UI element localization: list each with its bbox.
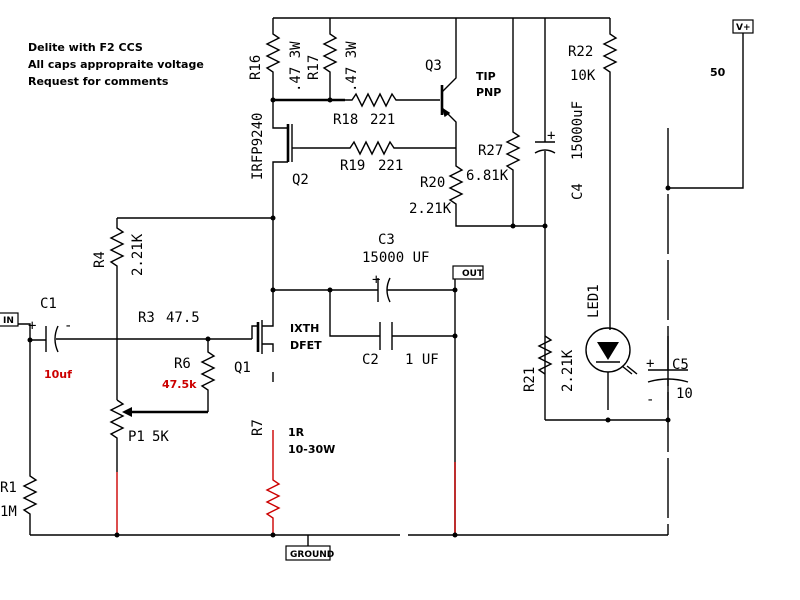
- p1-ref: P1: [128, 429, 145, 445]
- p1-value: 5K: [152, 429, 169, 445]
- r6-ref: R6: [174, 356, 191, 372]
- junctions: [27, 97, 671, 538]
- r16-resistor: [265, 18, 281, 100]
- r7-value: 1R: [288, 426, 305, 439]
- r18-ref: R18: [333, 112, 358, 128]
- r20-value: 2.21K: [409, 201, 452, 217]
- r1-resistor: [22, 340, 38, 535]
- note-caps: All caps appropraite voltage: [28, 58, 204, 71]
- r16-ref: R16: [248, 55, 264, 80]
- r7-ref: R7: [250, 419, 266, 436]
- svg-text:OUT: OUT: [462, 269, 484, 279]
- r20-ref: R20: [420, 175, 445, 191]
- r6-value: 47.5k: [162, 378, 197, 391]
- r19-resistor: [300, 140, 456, 156]
- r18-resistor: [345, 92, 440, 108]
- c1-ref: C1: [40, 296, 57, 312]
- c1-value: 10uf: [44, 368, 72, 381]
- r27-resistor: [505, 18, 521, 226]
- r21-value: 2.21K: [560, 349, 576, 392]
- c5-plus: +: [646, 356, 654, 372]
- q2-part: IRFP9240: [250, 113, 266, 180]
- ground-terminal: GROUND: [285, 535, 334, 561]
- vplus-terminal: V+: [668, 19, 754, 189]
- svg-text:V+: V+: [736, 23, 751, 33]
- r20-resistor: [448, 150, 545, 227]
- c5-value: 10: [676, 386, 693, 402]
- c1-capacitor: [45, 325, 252, 353]
- led1-ref: LED1: [586, 284, 602, 318]
- svg-text:IN: IN: [3, 316, 14, 326]
- q3-transistor: [440, 18, 457, 150]
- p1-potentiometer: [109, 399, 208, 472]
- c3-plus: +: [372, 272, 380, 288]
- r21-ref: R21: [522, 367, 538, 392]
- svg-text:GROUND: GROUND: [290, 550, 334, 560]
- c4-value: 15000uF: [570, 101, 586, 160]
- r19-ref: R19: [340, 158, 365, 174]
- r6-resistor: [200, 339, 216, 412]
- c2-capacitor: [329, 290, 455, 350]
- r27-value: 6.81K: [466, 168, 509, 184]
- c5-capacitor: [647, 336, 689, 410]
- q3-type2: PNP: [476, 86, 501, 99]
- c5-ref: C5: [672, 357, 689, 373]
- r4-value: 2.21K: [130, 233, 146, 276]
- r22-ref: R22: [568, 44, 593, 60]
- note-title: Delite with F2 CCS: [28, 41, 143, 54]
- in-wire: [18, 323, 46, 341]
- q1-mosfet: [251, 318, 274, 382]
- r7-resistor: [265, 430, 281, 535]
- q3-ref: Q3: [425, 58, 442, 74]
- r4-resistor: [109, 218, 125, 400]
- r17-ref: R17: [306, 55, 322, 80]
- r3-value: 47.5: [166, 310, 200, 326]
- c1-minus: -: [64, 318, 72, 334]
- c2-value: 1 UF: [405, 352, 439, 368]
- q1-type2: DFET: [290, 339, 322, 352]
- c5-minus: -: [646, 392, 654, 408]
- r16-value: .47 3W: [288, 41, 304, 92]
- voltage-value: 50: [710, 66, 726, 79]
- r1-value: 1M: [0, 504, 17, 520]
- r4-ref: R4: [92, 251, 108, 268]
- r27-ref: R27: [478, 143, 503, 159]
- r21-resistor: [537, 335, 553, 375]
- c1-plus: +: [28, 318, 36, 334]
- c2-ref: C2: [362, 352, 379, 368]
- led1-diode: [585, 327, 638, 410]
- c3-ref: C3: [378, 232, 395, 248]
- r22-resistor: [602, 18, 618, 330]
- q2-mosfet: [272, 100, 300, 208]
- out-terminal: OUT: [452, 265, 484, 535]
- q1-ref: Q1: [234, 360, 251, 376]
- c4-plus: +: [547, 128, 555, 144]
- r17-value: .47 3W: [344, 41, 360, 92]
- r1-ref: R1: [0, 480, 17, 496]
- in-terminal: IN: [0, 312, 19, 327]
- r7-power: 10-30W: [288, 443, 335, 456]
- c3-value: 15000 UF: [362, 250, 429, 266]
- q3-type1: TIP: [476, 70, 496, 83]
- note-request: Request for comments: [28, 75, 169, 88]
- r19-value: 221: [378, 158, 403, 174]
- c4-capacitor: [534, 18, 556, 420]
- r3-ref: R3: [138, 310, 155, 326]
- q1-type1: IXTH: [290, 322, 319, 335]
- c3-capacitor: [377, 277, 455, 303]
- r17-resistor: [322, 18, 338, 100]
- c4-ref: C4: [570, 183, 586, 200]
- r18-value: 221: [370, 112, 395, 128]
- q2-ref: Q2: [292, 172, 309, 188]
- r22-value: 10K: [570, 68, 596, 84]
